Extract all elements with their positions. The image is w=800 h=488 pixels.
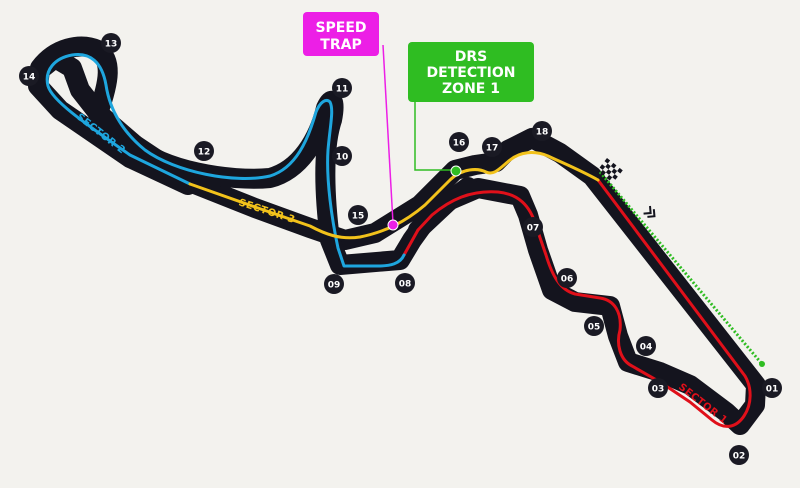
drs-box: DRS DETECTION ZONE 1: [408, 42, 534, 102]
svg-text:02: 02: [733, 452, 746, 462]
checkered-flag-icon: [599, 158, 623, 181]
svg-text:03: 03: [652, 385, 665, 395]
drs-line: [414, 100, 454, 171]
svg-text:17: 17: [486, 144, 499, 154]
track-outline: [28, 48, 766, 435]
turn-badge-16: 16: [449, 132, 469, 152]
pit-lane: [598, 171, 764, 365]
svg-text:18: 18: [536, 128, 549, 138]
svg-text:13: 13: [105, 40, 118, 50]
turn-badge-01: 01: [762, 378, 782, 398]
svg-text:04: 04: [640, 343, 653, 353]
turn-badge-03: 03: [648, 378, 668, 398]
svg-text:11: 11: [336, 85, 349, 95]
speed-trap-marker: [387, 219, 399, 231]
turn-badge-04: 04: [636, 336, 656, 356]
svg-text:10: 10: [336, 153, 349, 163]
turn-badge-09: 09: [324, 274, 344, 294]
svg-text:14: 14: [23, 73, 36, 83]
speed-trap-label-2: TRAP: [320, 37, 361, 53]
svg-text:05: 05: [588, 323, 601, 333]
svg-text:09: 09: [328, 281, 341, 291]
turn-badge-11: 11: [332, 78, 352, 98]
drs-label-1: DRS: [455, 49, 487, 65]
turn-badge-13: 13: [101, 33, 121, 53]
drs-label-2: DETECTION: [427, 65, 516, 81]
svg-text:06: 06: [561, 275, 574, 285]
svg-text:16: 16: [453, 139, 466, 149]
drs-label-3: ZONE 1: [442, 81, 500, 97]
svg-text:12: 12: [198, 148, 211, 158]
sector3-line: [188, 151, 600, 240]
turn-badge-10: 10: [332, 146, 352, 166]
pit-lane-end: [759, 361, 765, 367]
sector1-line: [416, 178, 752, 428]
speed-trap-label-1: SPEED: [315, 20, 366, 36]
turn-badge-18: 18: [532, 121, 552, 141]
svg-text:15: 15: [352, 212, 365, 222]
turn-badge-07: 07: [523, 217, 543, 237]
turn-badge-08: 08: [395, 273, 415, 293]
turn-badge-05: 05: [584, 316, 604, 336]
speed-trap-line: [382, 44, 394, 224]
sector1-line-b: [402, 228, 420, 257]
turn-badge-06: 06: [557, 268, 577, 288]
svg-text:08: 08: [399, 280, 412, 290]
double-chevron-icon: [643, 205, 656, 218]
turn-badge-12: 12: [194, 141, 214, 161]
turn-badge-15: 15: [348, 205, 368, 225]
speed-trap-box: SPEED TRAP: [303, 12, 379, 56]
drs-marker: [450, 165, 462, 177]
turn-badge-17: 17: [482, 137, 502, 157]
sector2-line: [45, 52, 406, 268]
svg-text:01: 01: [766, 385, 779, 395]
svg-text:07: 07: [527, 224, 540, 234]
turn-badge-02: 02: [729, 445, 749, 465]
turn-badge-14: 14: [19, 66, 39, 86]
